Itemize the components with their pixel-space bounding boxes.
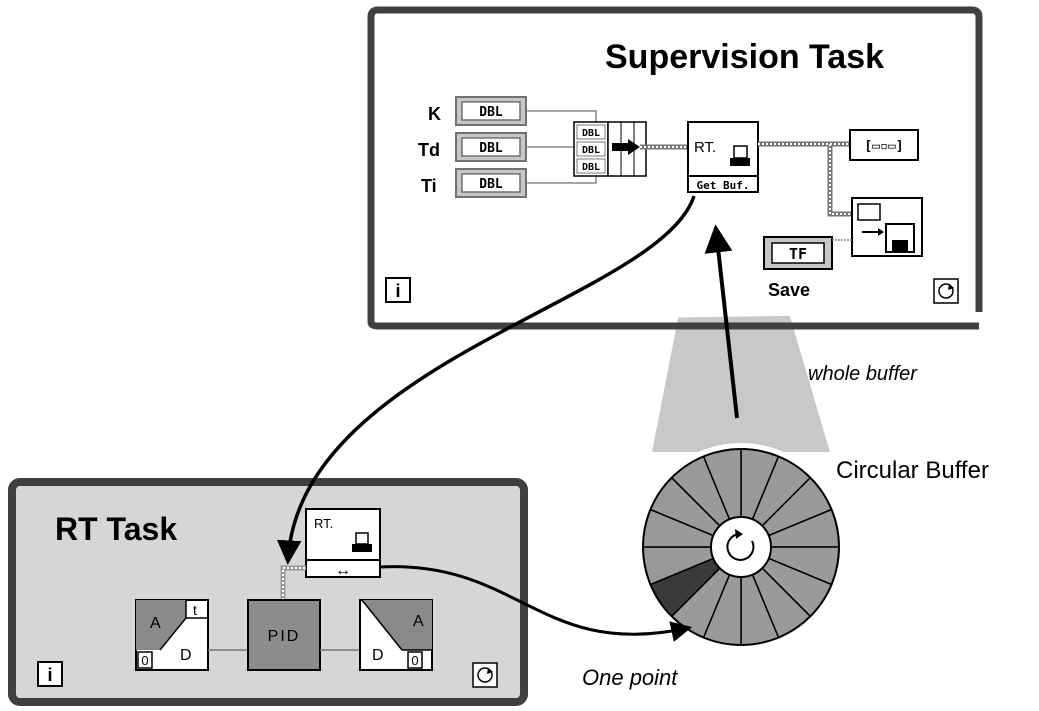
computer-icon	[733, 145, 748, 159]
get-buffer-to-rt-arrow	[276, 195, 696, 565]
rt-get-buffer-block: RT. Get Buf.	[687, 121, 759, 193]
buffer-output-wire	[758, 141, 852, 217]
rt-iteration-terminal: i	[37, 661, 63, 687]
ad-block-d: D	[180, 647, 192, 664]
control-k: K DBL	[428, 96, 527, 126]
rt-loop-condition-icon	[472, 662, 498, 688]
control-ti-label: Ti	[421, 176, 437, 196]
pid-label: PID	[268, 628, 301, 645]
buffer-hub	[710, 516, 772, 578]
ad-block-t: t	[193, 602, 197, 618]
control-k-label: K	[428, 104, 441, 124]
bundle-item-3: DBL	[582, 162, 600, 173]
ad-block-zero: 0	[141, 653, 148, 668]
control-k-type: DBL	[479, 105, 503, 120]
ad-block-a: A	[150, 615, 161, 632]
save-control: TF	[763, 236, 852, 270]
one-point-arrow	[379, 565, 693, 642]
bundle-item-1: DBL	[582, 128, 600, 139]
rt-write-top: RT.	[314, 516, 333, 531]
control-ti-type: DBL	[479, 177, 503, 192]
buffer-border	[642, 448, 840, 646]
one-point-label: One point	[582, 665, 678, 690]
whole-buffer-arrow	[704, 224, 739, 419]
control-td-type: DBL	[479, 141, 503, 156]
supervision-loop-condition-icon	[933, 278, 959, 304]
control-td: Td DBL	[418, 132, 527, 162]
rt-get-buffer-top: RT.	[694, 139, 716, 156]
rt-write-bottom: ↔	[335, 562, 351, 579]
whole-buffer-label: whole buffer	[808, 363, 918, 385]
write-file-block	[851, 197, 923, 257]
supervision-iteration-terminal: i	[385, 277, 411, 303]
bundle-node: DBL DBL DBL	[573, 121, 647, 177]
da-block-zero: 0	[411, 653, 418, 668]
svg-text:i: i	[47, 665, 52, 685]
da-converter-block: A D 0	[359, 599, 433, 671]
bundle-item-2: DBL	[582, 145, 600, 156]
da-block-d: D	[372, 647, 384, 664]
rt-task-title: RT Task	[55, 511, 177, 547]
save-control-type: TF	[789, 245, 807, 263]
save-control-label: Save	[768, 280, 810, 300]
circular-buffer-label: Circular Buffer	[836, 457, 989, 484]
svg-text:i: i	[395, 281, 400, 301]
rotation-arrow-icon	[726, 533, 755, 561]
rt-get-buffer-bottom: Get Buf.	[697, 179, 750, 192]
array-indicator: [▭▫▭]	[849, 129, 919, 161]
control-ti: Ti DBL	[421, 168, 527, 198]
svg-text:[▭▫▭]: [▭▫▭]	[864, 139, 903, 154]
rotation-arrow-head	[735, 529, 743, 539]
pid-block: PID	[247, 599, 321, 671]
control-td-label: Td	[418, 140, 440, 160]
computer-icon	[355, 532, 369, 545]
da-block-a: A	[413, 613, 424, 630]
rt-write-block: RT. ↔	[305, 508, 381, 579]
supervision-task-title: Supervision Task	[605, 38, 884, 76]
circular-buffer	[637, 443, 845, 651]
pid-to-rt-wire	[280, 565, 306, 600]
ad-converter-block: A t D 0	[135, 599, 209, 671]
